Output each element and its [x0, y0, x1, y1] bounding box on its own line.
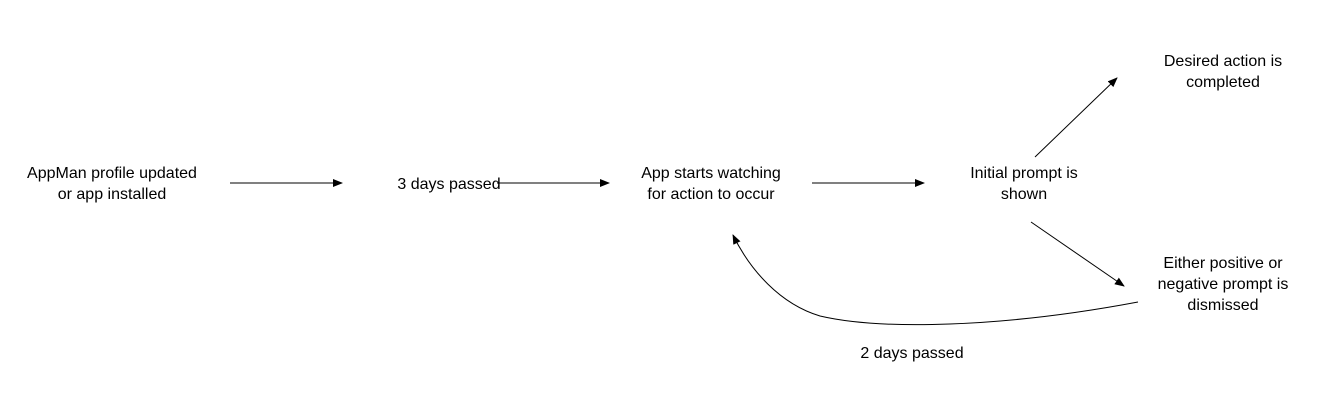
node-prompt-dismissed-line-2: negative prompt is [1157, 276, 1289, 293]
edge-n4-n6 [1030, 221, 1125, 287]
node-desired-action-completed-line-1: Desired action is [1163, 53, 1283, 70]
node-initial-prompt-shown-line-1: Initial prompt is [970, 165, 1078, 182]
node-app-starts-watching: App starts watching for action to occur [608, 163, 814, 205]
edge-label-two-days-passed-text: 2 days passed [860, 345, 964, 362]
node-three-days-passed-line-1: 3 days passed [397, 176, 501, 193]
node-profile-updated-line-1: AppMan profile updated [27, 165, 197, 182]
edge-n4-n5 [1034, 77, 1118, 158]
node-initial-prompt-shown-line-2: shown [1000, 186, 1048, 203]
edge-label-two-days-passed: 2 days passed [812, 343, 1012, 364]
node-profile-updated-line-2: or app installed [57, 186, 167, 203]
node-three-days-passed: 3 days passed [340, 174, 558, 195]
edge-n6-n3 [732, 234, 1139, 326]
node-app-starts-watching-line-1: App starts watching [641, 165, 781, 182]
node-prompt-dismissed-line-1: Either positive or [1163, 255, 1283, 272]
node-app-starts-watching-line-2: for action to occur [647, 186, 775, 203]
node-prompt-dismissed-line-3: dismissed [1187, 297, 1259, 314]
node-desired-action-completed: Desired action is completed [1132, 51, 1314, 93]
node-profile-updated: AppMan profile updated or app installed [2, 163, 222, 205]
node-initial-prompt-shown: Initial prompt is shown [930, 163, 1118, 205]
node-prompt-dismissed: Either positive or negative prompt is di… [1132, 253, 1314, 316]
node-desired-action-completed-line-2: completed [1186, 74, 1260, 91]
